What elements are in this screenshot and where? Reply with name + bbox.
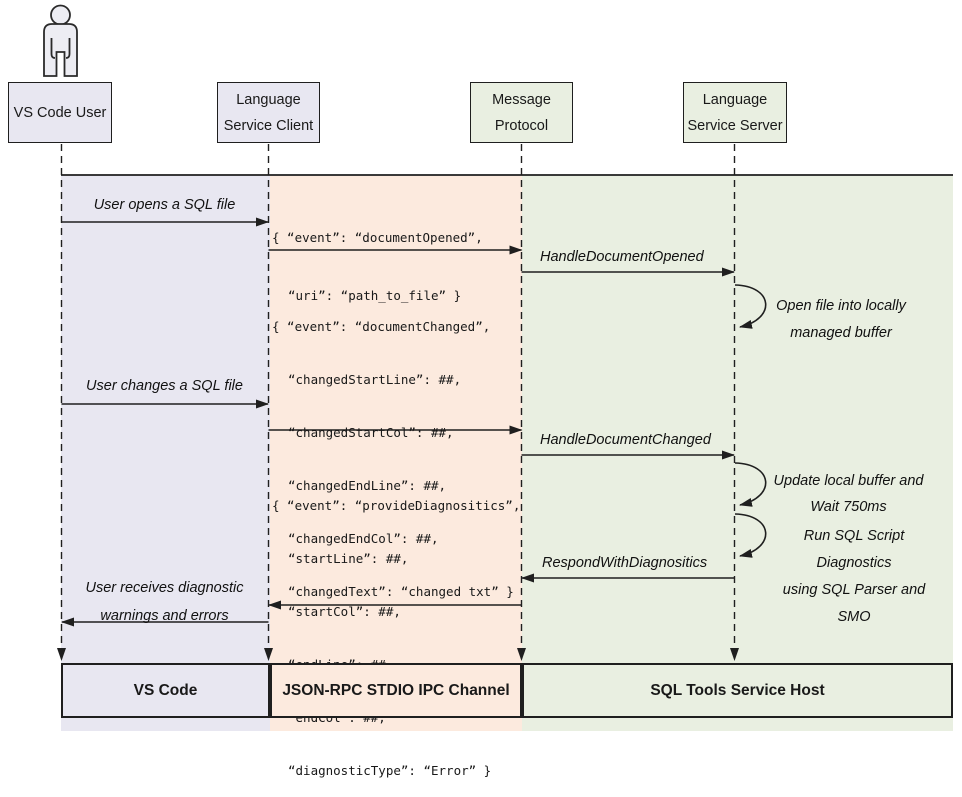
note-line: managed buffer <box>790 325 892 341</box>
person-right-arm <box>65 38 71 59</box>
actor-box-language-service-client: Language Service Client <box>217 82 320 143</box>
actor-box-vscode-user: VS Code User <box>8 82 112 143</box>
payload-line: “startCol”: ##, <box>288 604 401 619</box>
note-line: Run SQL Script Diagnostics <box>803 528 905 571</box>
payload-line: “uri”: “path_to_file” } <box>288 288 462 303</box>
note-line: Open file into locally <box>776 298 906 314</box>
note-user-receives: User receives diagnostic warnings and er… <box>61 574 268 630</box>
payload-provide-diagnostics: { “event”: “provideDiagnositics”, “start… <box>272 464 520 797</box>
payload-line: “startLine”: ##, <box>288 551 409 566</box>
actor-label-line2: Protocol <box>494 117 549 134</box>
payload-line: “changedStartCol”: ##, <box>288 425 454 440</box>
actor-box-message-protocol: Message Protocol <box>470 82 573 143</box>
label-respond-with-diagnostics: RespondWithDiagnositics <box>542 555 708 571</box>
note-line: warnings and errors <box>100 608 229 624</box>
payload-document-changed: { “event”: “documentChanged”, “changedSt… <box>272 285 514 618</box>
actor-label-line1: Language <box>702 91 768 108</box>
person-left-arm <box>50 38 56 59</box>
actor-label-line1: Language <box>236 91 301 108</box>
label-user-opens-file: User opens a SQL file <box>93 197 236 213</box>
footer-box-vscode: VS Code <box>61 663 270 718</box>
payload-line: { “event”: “documentChanged”, <box>272 319 491 334</box>
label-handle-document-changed: HandleDocumentChanged <box>540 432 711 448</box>
sequence-diagram-page: { "actors": [ {"lines": ["VS Code User"]… <box>8 4 953 778</box>
note-open-file: Open file into locally managed buffer <box>766 293 916 347</box>
note-line: using SQL Parser and SMO <box>782 582 926 625</box>
service-host-lane <box>522 175 953 731</box>
person-head <box>50 4 71 26</box>
footer-label: VS Code <box>133 681 198 699</box>
actor-label-line2: Service Server <box>687 117 783 134</box>
note-update-buffer: Update local buffer and Wait 750ms <box>766 468 931 520</box>
actor-label: VS Code User <box>13 104 107 121</box>
label-handle-document-opened: HandleDocumentOpened <box>540 249 704 265</box>
footer-label: JSON-RPC STDIO IPC Channel <box>282 681 510 699</box>
payload-document-opened: { “event”: “documentOpened”, “uri”: “pat… <box>272 194 483 325</box>
ipc-channel-lane <box>270 175 522 731</box>
payload-line: { “event”: “provideDiagnositics”, <box>272 498 521 513</box>
footer-box-jsonrpc-channel: JSON-RPC STDIO IPC Channel <box>270 663 522 718</box>
payload-line: “changedStartLine”: ##, <box>288 372 462 387</box>
payload-line: { “event”: “documentOpened”, <box>272 230 483 245</box>
footer-label: SQL Tools Service Host <box>650 681 825 699</box>
note-line: Update local buffer and <box>773 473 924 489</box>
footer-box-sql-tools-service-host: SQL Tools Service Host <box>522 663 953 718</box>
actor-label-line1: Message <box>492 91 551 108</box>
payload-line: “changedEndCol”: ##, <box>288 531 439 546</box>
note-line: Wait 750ms <box>810 499 887 515</box>
vscode-lane <box>61 175 270 731</box>
label-user-changes-file: User changes a SQL file <box>86 378 243 394</box>
actor-label-line2: Service Client <box>223 117 314 134</box>
person-body <box>43 23 78 77</box>
payload-line: “changedEndLine”: ##, <box>288 478 447 493</box>
note-line: User receives diagnostic <box>85 580 244 596</box>
payload-line: “diagnosticType”: “Error” } <box>288 763 492 778</box>
actor-box-language-service-server: Language Service Server <box>683 82 787 143</box>
note-run-diagnostics: Run SQL Script Diagnostics using SQL Par… <box>770 523 938 631</box>
payload-line: “changedText”: “changed txt” } <box>288 584 514 599</box>
